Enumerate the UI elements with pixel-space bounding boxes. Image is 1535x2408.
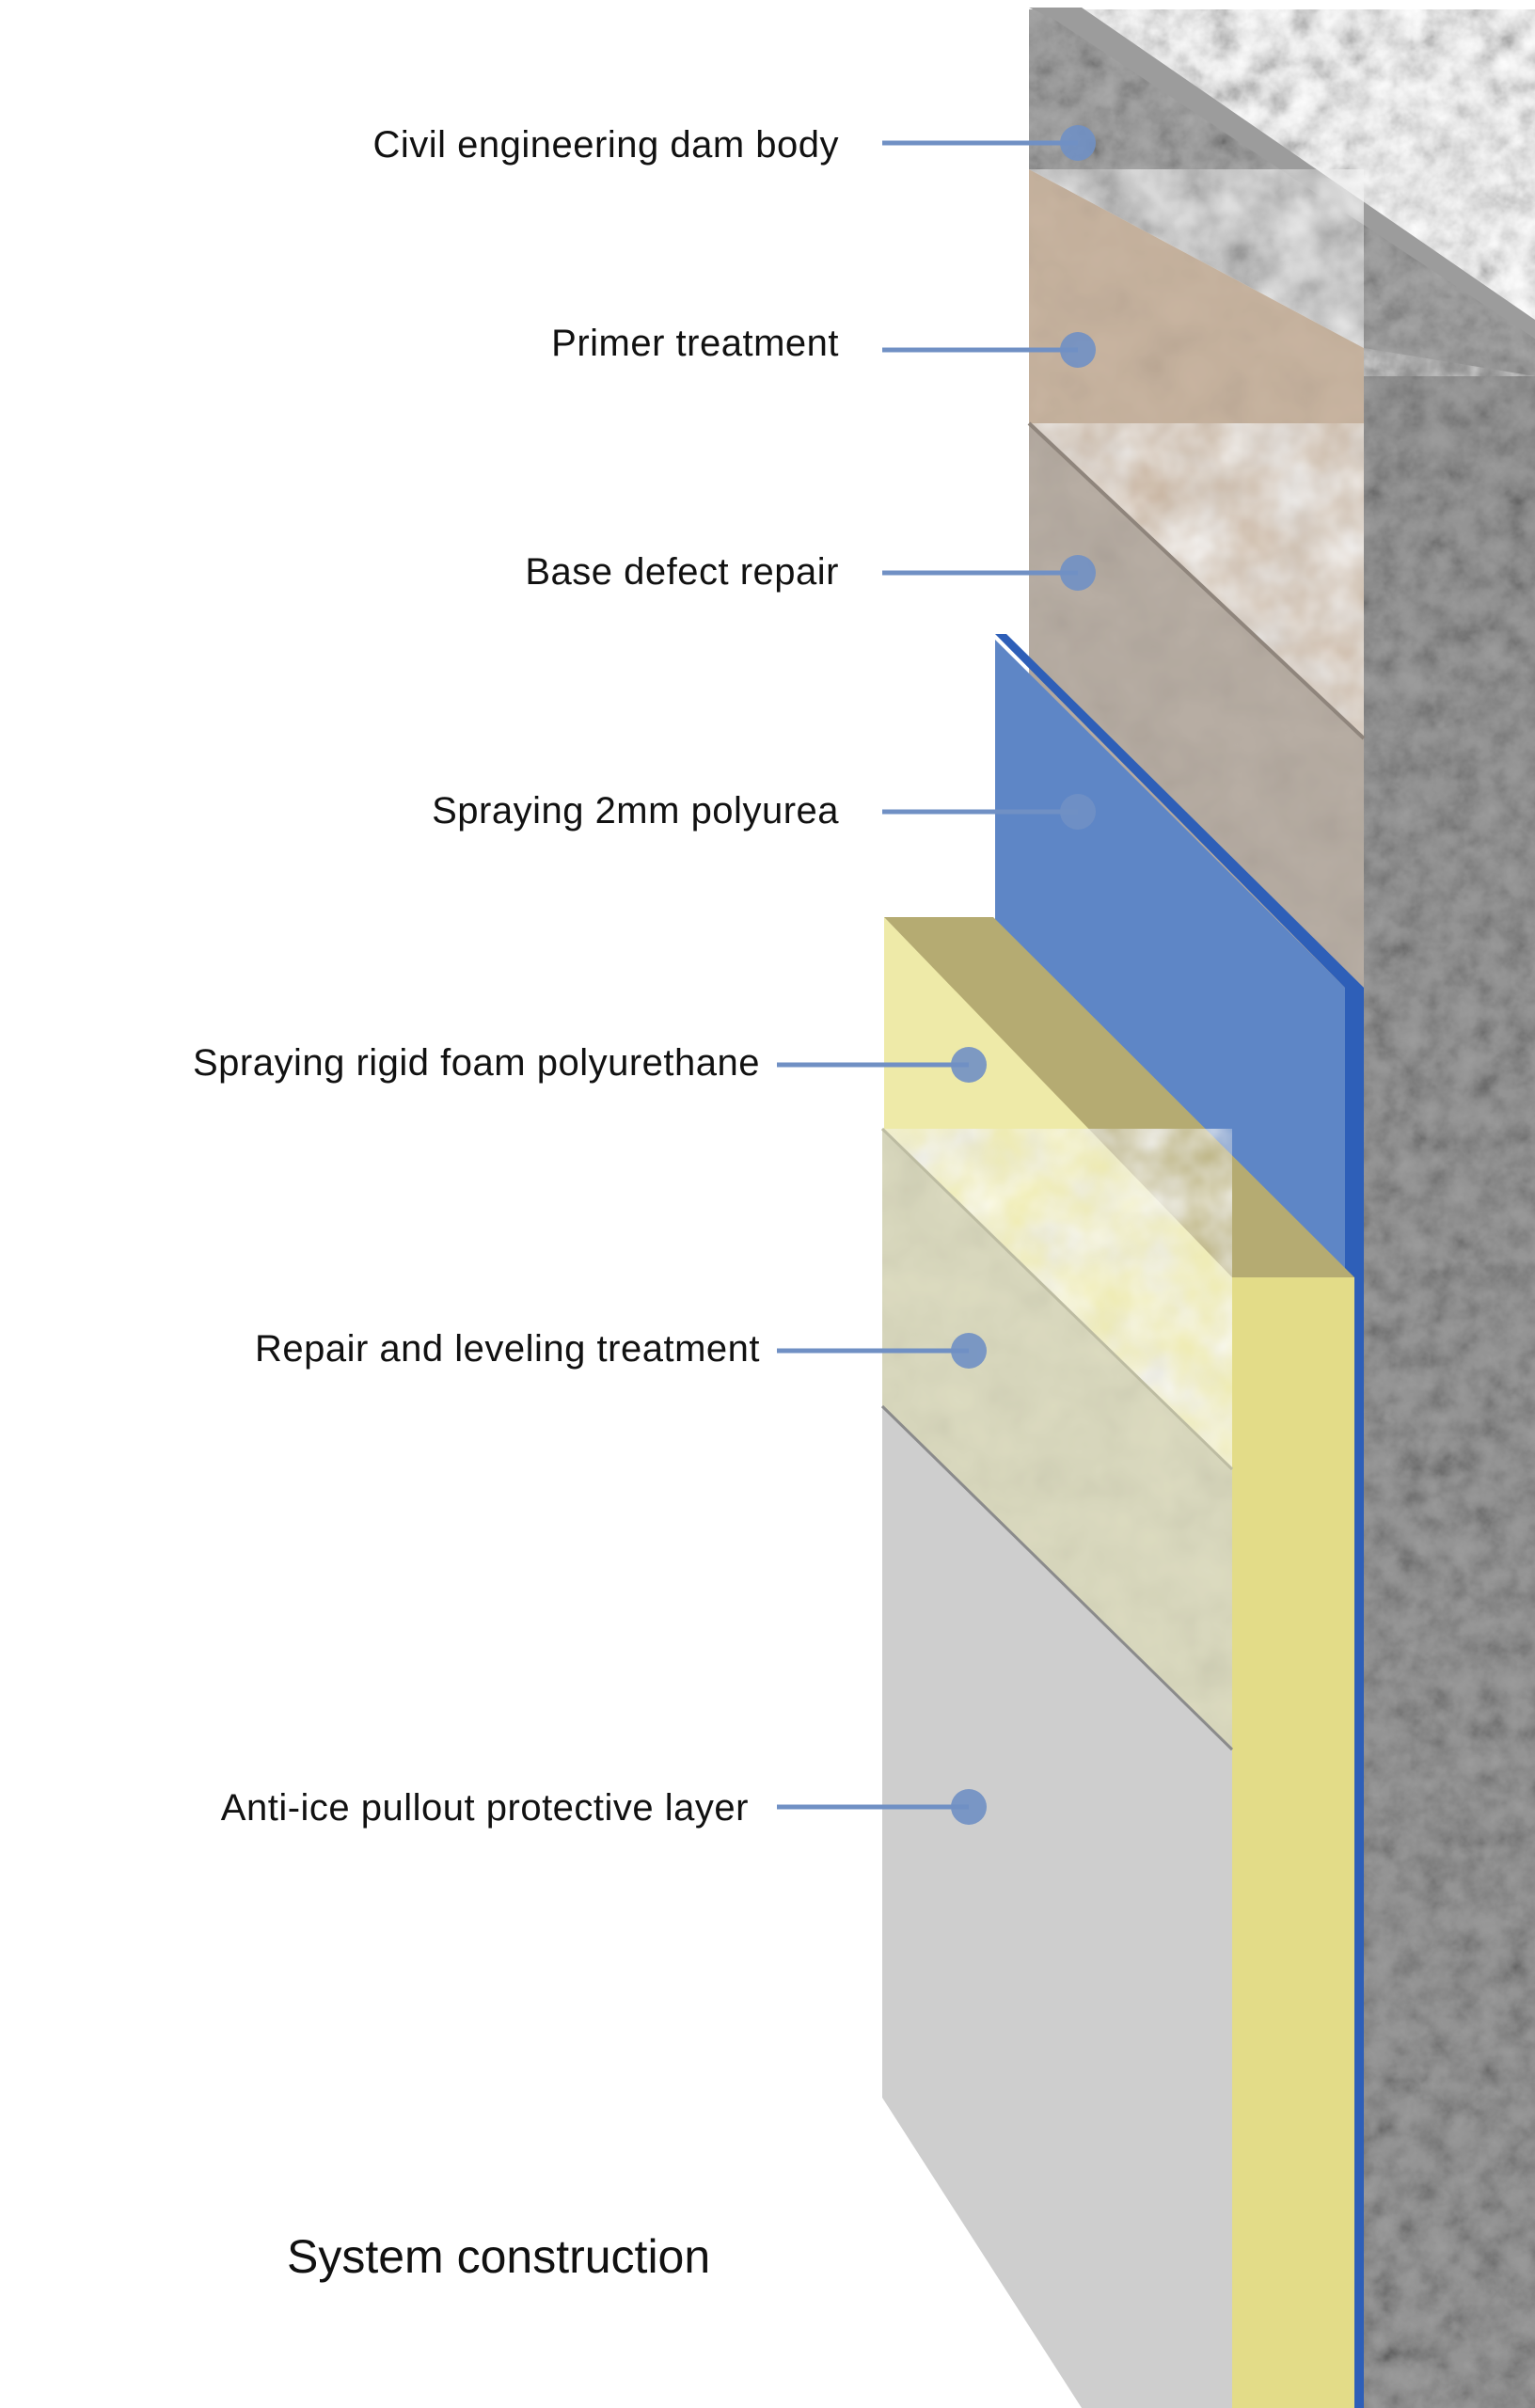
leader-dot-1	[1060, 332, 1096, 368]
leader-dot-3	[1060, 794, 1096, 830]
protective-layer	[882, 1406, 1232, 2408]
label-polyurea: Spraying 2mm polyurea	[432, 790, 839, 832]
polyurea-layer-top-edge	[995, 634, 1364, 988]
label-primer: Primer treatment	[551, 323, 839, 364]
dam-body-side-face	[1364, 320, 1535, 2408]
diagram-caption: System construction	[287, 2230, 711, 2283]
leader-dot-5	[951, 1333, 987, 1369]
foam-layer-top	[884, 917, 1354, 1277]
leader-dot-2	[1060, 555, 1096, 591]
leader-dot-0	[1060, 125, 1096, 161]
label-dam-body: Civil engineering dam body	[372, 124, 839, 166]
protective-layer-bottom	[882, 2098, 1082, 2408]
label-base-repair: Base defect repair	[525, 551, 839, 593]
leveling-layer-edge	[880, 1127, 1234, 1471]
leader-lines	[777, 125, 1096, 1825]
leader-dot-6	[951, 1789, 987, 1825]
dam-body-front-face	[1029, 9, 1535, 376]
label-foam: Spraying rigid foam polyurethane	[192, 1042, 760, 1084]
label-leveling: Repair and leveling treatment	[254, 1328, 760, 1370]
leader-dot-4	[951, 1047, 987, 1083]
foam-layer-side	[1232, 1277, 1354, 2408]
protective-layer-edge	[880, 1404, 1234, 1751]
label-protective: Anti-ice pullout protective layer	[220, 1787, 749, 1829]
base-repair-edge	[1027, 421, 1366, 740]
